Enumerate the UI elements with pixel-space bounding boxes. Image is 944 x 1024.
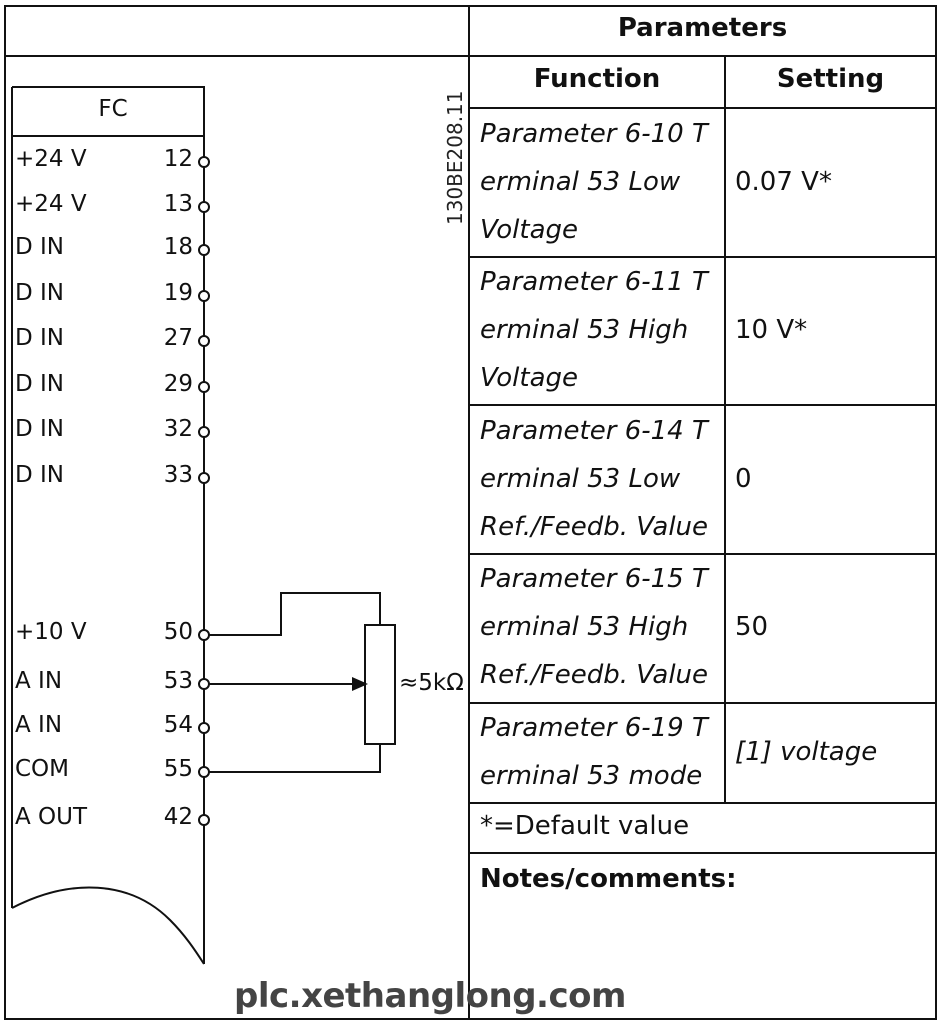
watermark: plc.xethanglong.com: [234, 976, 626, 1016]
terminal-number: 32: [163, 416, 193, 442]
outer-frame: [4, 5, 937, 1020]
terminal-connector: [198, 722, 210, 734]
potentiometer: [364, 624, 396, 745]
terminal-label: +24 V: [15, 146, 87, 172]
wire-55: [209, 744, 381, 773]
terminal-connector: [198, 381, 210, 393]
terminal-connector: [198, 201, 210, 213]
terminal-connector: [198, 156, 210, 168]
terminal-connector: [198, 335, 210, 347]
terminal-number: 42: [163, 804, 193, 830]
fc-title: FC: [98, 96, 128, 122]
parameters-title: Parameters: [617, 13, 788, 43]
function-cell: Parameter 6-10 T erminal 53 Low Voltage: [480, 119, 708, 245]
terminal-number: 13: [163, 191, 193, 217]
terminal-number: 27: [163, 325, 193, 351]
function-column-header: Function: [533, 64, 661, 94]
terminal-connector: [198, 629, 210, 641]
fc-box-break: [11, 886, 205, 965]
terminal-label: COM: [15, 756, 70, 782]
potentiometer-label: ≈5kΩ: [399, 670, 464, 696]
function-cell: Parameter 6-14 T erminal 53 Low Ref./Fee…: [480, 416, 709, 542]
setting-cell: 0: [735, 464, 752, 494]
terminal-label: A OUT: [15, 804, 88, 830]
function-cell: Parameter 6-19 T erminal 53 mode: [480, 713, 708, 791]
terminal-label: +24 V: [15, 191, 87, 217]
figure-id: 130BE208.11: [443, 90, 467, 225]
terminal-number: 29: [163, 371, 193, 397]
function-cell: Parameter 6-15 T erminal 53 High Ref./Fe…: [480, 564, 709, 690]
terminal-connector: [198, 426, 210, 438]
fc-box-outline: [12, 86, 205, 964]
terminal-connector: [198, 472, 210, 484]
terminal-number: 55: [163, 756, 193, 782]
terminal-connector: [198, 814, 210, 826]
default-value-note: *=Default value: [480, 811, 690, 841]
terminal-number: 19: [163, 280, 193, 306]
terminal-number: 33: [163, 462, 193, 488]
terminal-number: 54: [163, 712, 193, 738]
terminal-label: D IN: [15, 416, 65, 442]
terminal-number: 12: [163, 146, 193, 172]
setting-cell: 0.07 V*: [735, 167, 832, 197]
terminal-connector: [198, 244, 210, 256]
terminal-connector: [198, 766, 210, 778]
setting-column-header: Setting: [776, 64, 885, 94]
terminal-connector: [198, 678, 210, 690]
terminal-label: D IN: [15, 280, 65, 306]
terminal-number: 18: [163, 234, 193, 260]
terminal-label: +10 V: [15, 619, 87, 645]
terminal-number: 53: [163, 668, 193, 694]
terminal-label: D IN: [15, 371, 65, 397]
terminal-number: 50: [163, 619, 193, 645]
terminal-label: A IN: [15, 668, 63, 694]
function-cell: Parameter 6-11 T erminal 53 High Voltage: [480, 267, 708, 393]
setting-cell: 50: [735, 612, 769, 642]
terminal-connector: [198, 290, 210, 302]
setting-cell: [1] voltage: [735, 737, 878, 767]
notes-label: Notes/comments:: [480, 864, 737, 894]
terminal-label: D IN: [15, 325, 65, 351]
wiper-arrow: [352, 677, 368, 691]
terminal-label: D IN: [15, 462, 65, 488]
terminal-label: A IN: [15, 712, 63, 738]
setting-cell: 10 V*: [735, 315, 808, 345]
terminal-label: D IN: [15, 234, 65, 260]
wire-50: [209, 592, 381, 636]
